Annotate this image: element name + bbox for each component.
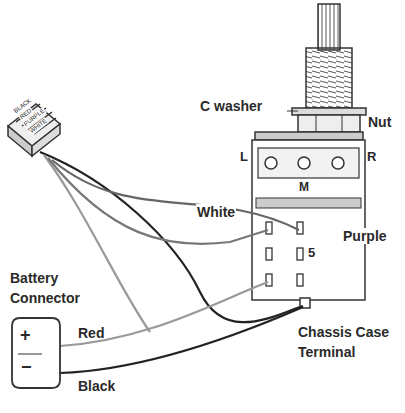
callout-label: C washer (200, 98, 262, 114)
connector-heading: Battery Connector (10, 268, 110, 308)
wire-label: Black (78, 378, 115, 394)
terminal-label: L (240, 150, 248, 165)
terminal-l (265, 157, 277, 169)
callout-label: Nut (367, 114, 392, 130)
polarity-sign: + (20, 326, 31, 344)
wire-label: Purple (342, 228, 388, 244)
lug-number: 5 (308, 246, 315, 261)
nut (298, 115, 360, 132)
terminal-label: R (367, 150, 376, 165)
c-washer (292, 108, 366, 115)
terminal-r (332, 157, 344, 169)
terminal-m (298, 157, 310, 169)
wire-label: White (196, 204, 236, 220)
knurled-shaft (318, 4, 340, 50)
battery-connector: Battery Connector + − (8, 268, 118, 393)
pot-body (252, 140, 365, 300)
switch-lugs (266, 222, 303, 286)
wire-label: Red (78, 325, 104, 341)
polarity-sign: − (21, 358, 32, 376)
threaded-bushing (306, 48, 352, 108)
terminal-label: M (299, 181, 309, 195)
callout-label: Chassis Case Terminal (298, 322, 398, 362)
wires (40, 152, 303, 373)
